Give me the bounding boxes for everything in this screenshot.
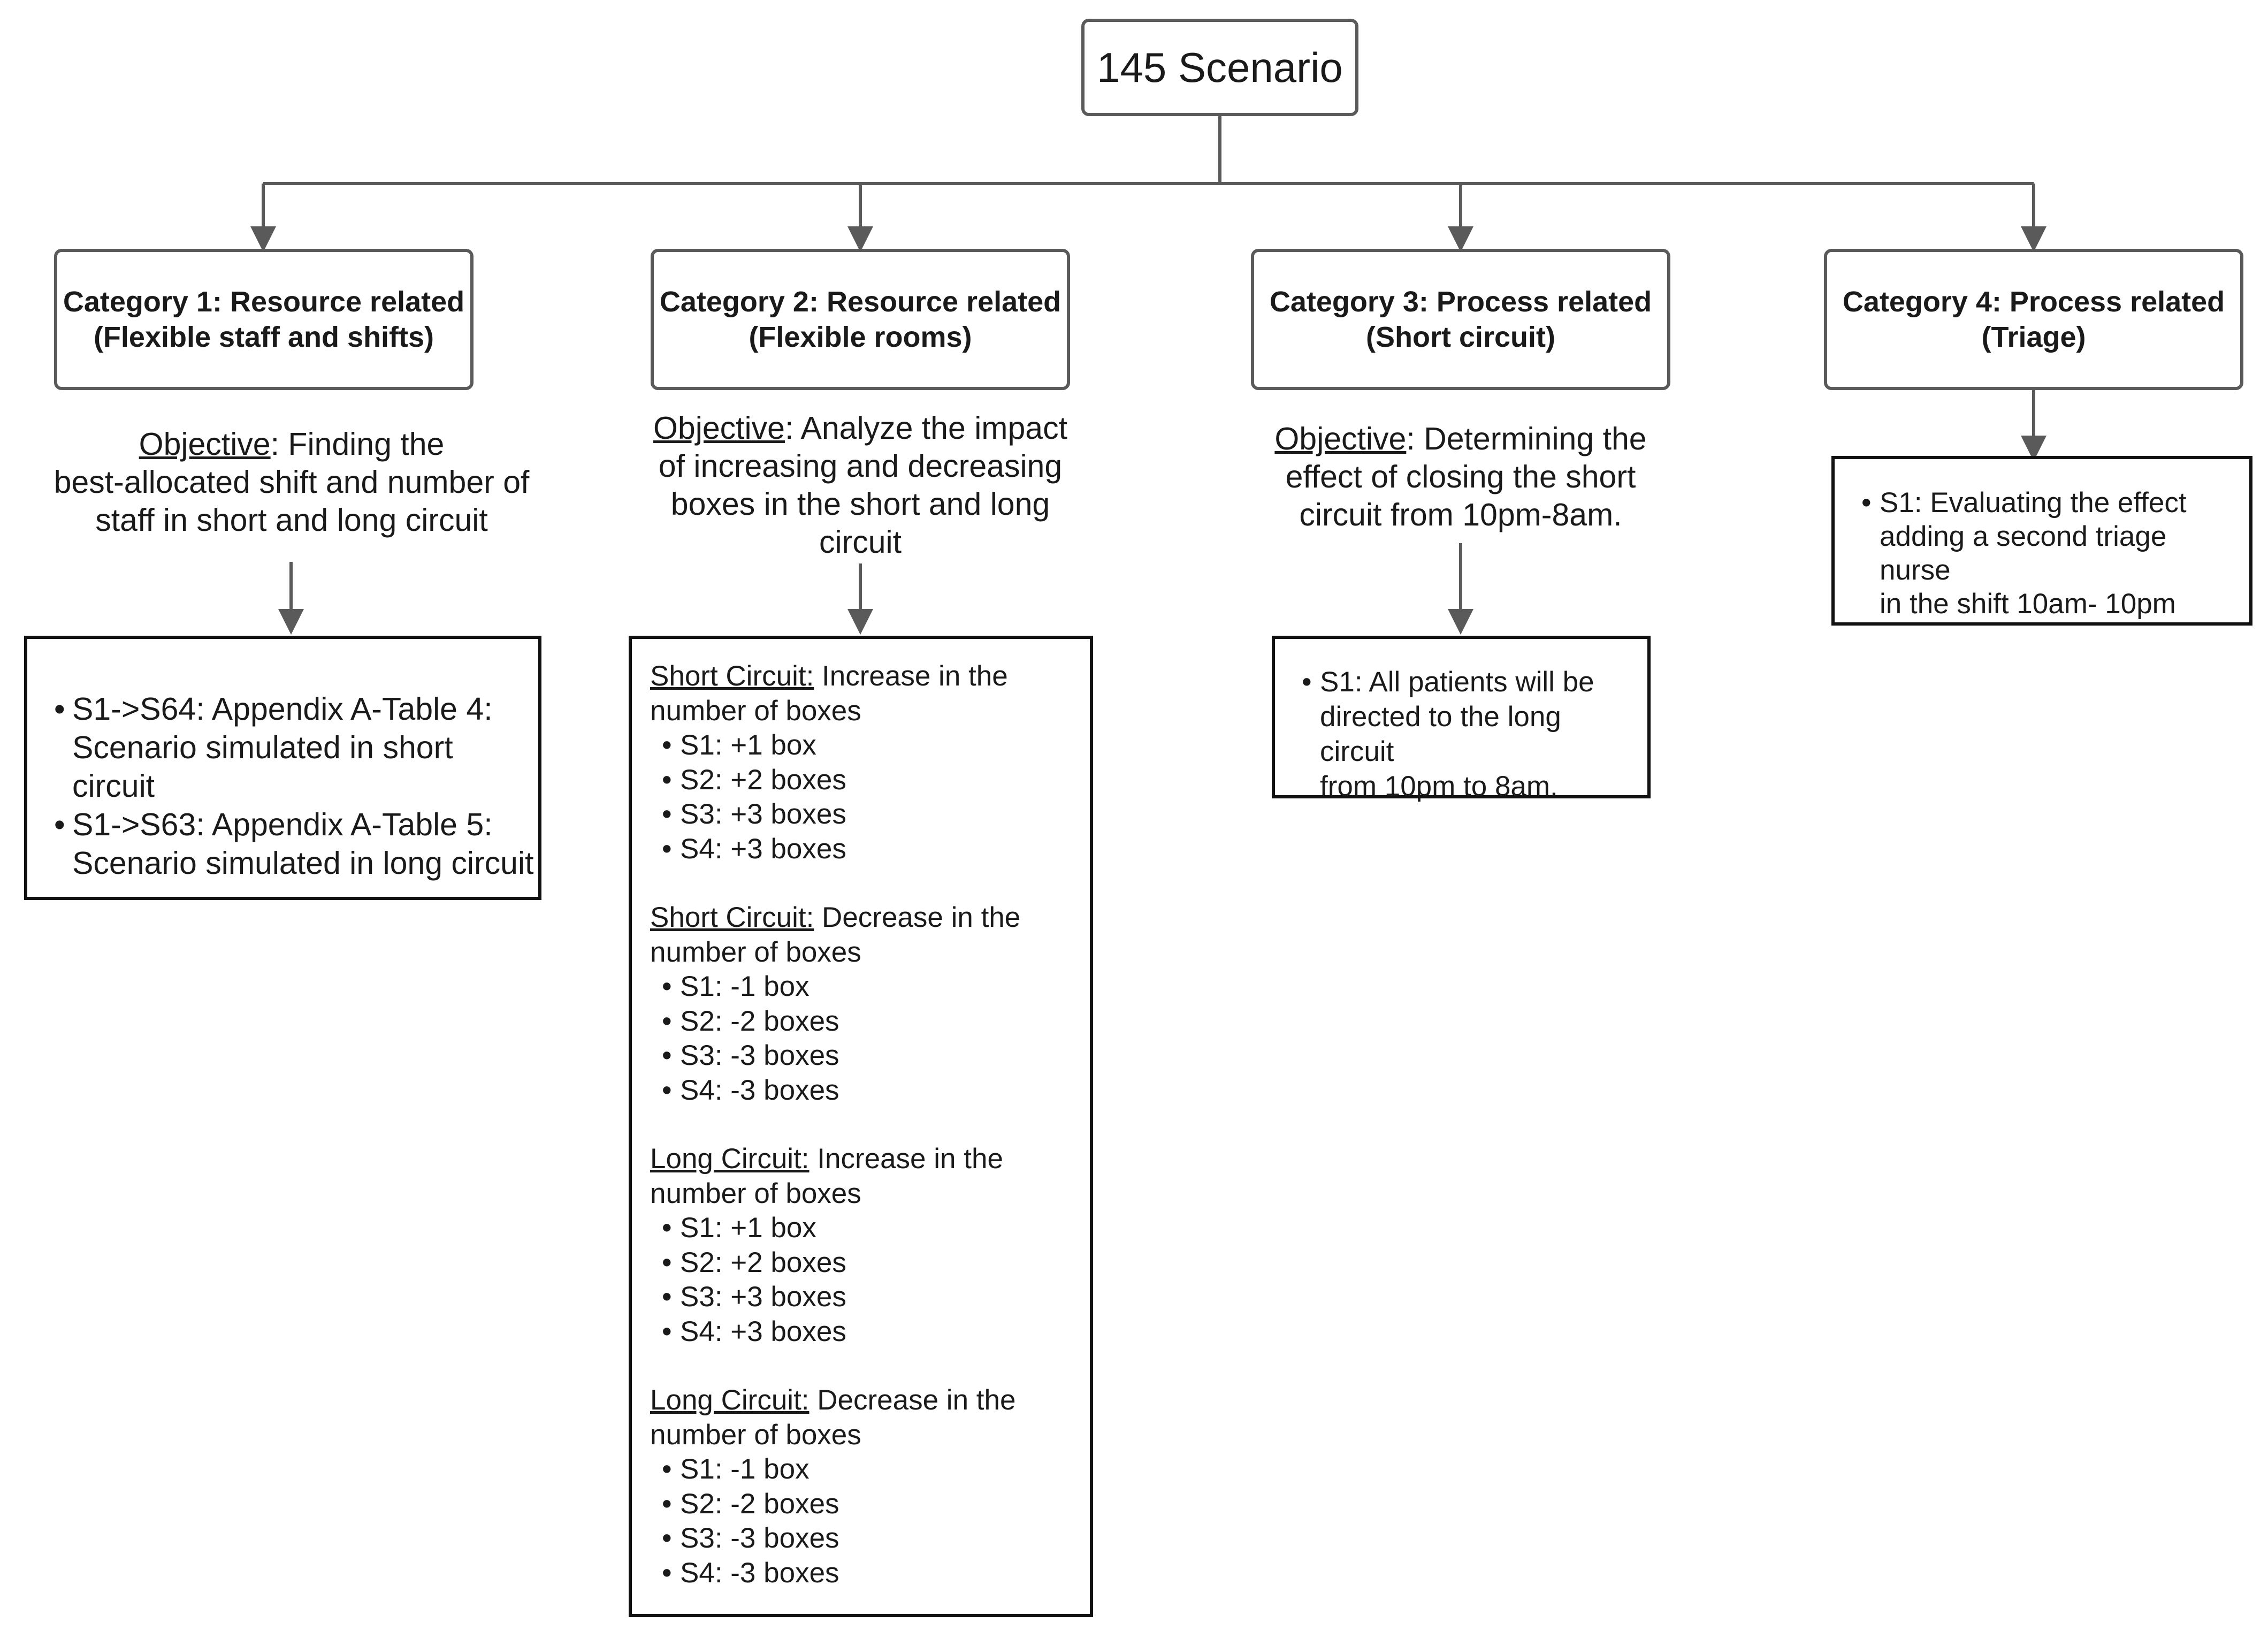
list-item: S1: -1 box (662, 1452, 1090, 1487)
category-4-title: Category 4: Process related (1842, 286, 2225, 318)
list-item: S1: Evaluating the effect adding a secon… (1861, 486, 2239, 621)
root-title: 145 Scenario (1097, 43, 1343, 91)
category-1-scenarios-box: S1->S64: Appendix A-Table 4: Scenario si… (24, 636, 541, 900)
list-item: S4: +3 boxes (662, 832, 1090, 867)
list-item: S3: -3 boxes (662, 1521, 1090, 1556)
category-3-objective: Objective: Determining the effect of clo… (1274, 421, 1647, 532)
category-2-scenarios-box: Short Circuit: Increase in the number of… (629, 636, 1093, 1617)
list-item: S4: -3 boxes (662, 1073, 1090, 1108)
short-circuit-increase-section: Short Circuit: Increase in the number of… (650, 659, 1090, 866)
list-item: S4: -3 boxes (662, 1556, 1090, 1591)
long-circuit-increase-section: Long Circuit: Increase in the number of … (650, 1142, 1090, 1349)
list-item: S1->S63: Appendix A-Table 5: Scenario si… (54, 805, 538, 882)
objective-label: Objective (653, 410, 785, 446)
list-item: S3: -3 boxes (662, 1039, 1090, 1073)
category-1-box: Category 1: Resource related (Flexible s… (54, 249, 474, 390)
list-item: S1: All patients will be directed to the… (1302, 665, 1637, 804)
list-item: S3: +3 boxes (662, 1280, 1090, 1315)
category-1-objective: Objective: Finding the best-allocated sh… (54, 426, 530, 538)
category-1-subtitle: (Flexible staff and shifts) (93, 321, 434, 353)
category-2-title: Category 2: Resource related (659, 286, 1062, 318)
category-2-subtitle: (Flexible rooms) (749, 321, 972, 353)
category-3-title: Category 3: Process related (1269, 286, 1652, 318)
list-item: S1->S64: Appendix A-Table 4: Scenario si… (54, 690, 538, 805)
list-item: S4: +3 boxes (662, 1315, 1090, 1350)
list-item: S1: -1 box (662, 970, 1090, 1004)
category-2-objective: Objective: Analyze the impact of increas… (653, 410, 1067, 560)
long-circuit-decrease-section: Long Circuit: Decrease in the number of … (650, 1383, 1090, 1590)
category-1-title: Category 1: Resource related (63, 286, 465, 318)
list-item: S2: +2 boxes (662, 1246, 1090, 1281)
objective-label: Objective (139, 426, 271, 462)
objective-label: Objective (1274, 421, 1407, 456)
category-4-scenarios-box: S1: Evaluating the effect adding a secon… (1831, 456, 2252, 626)
list-item: S1: +1 box (662, 1211, 1090, 1246)
list-item: S2: -2 boxes (662, 1004, 1090, 1039)
category-2-box: Category 2: Resource related (Flexible r… (651, 249, 1070, 390)
category-4-box: Category 4: Process related (Triage) (1824, 249, 2243, 390)
list-item: S2: -2 boxes (662, 1487, 1090, 1522)
category-3-box: Category 3: Process related (Short circu… (1251, 249, 1670, 390)
list-item: S2: +2 boxes (662, 763, 1090, 798)
list-item: S1: +1 box (662, 728, 1090, 763)
root-scenario-box: 145 Scenario (1081, 19, 1358, 116)
category-3-scenarios-box: S1: All patients will be directed to the… (1272, 636, 1651, 802)
category-3-subtitle: (Short circuit) (1365, 321, 1555, 353)
list-item: S3: +3 boxes (662, 797, 1090, 832)
short-circuit-decrease-section: Short Circuit: Decrease in the number of… (650, 901, 1090, 1108)
category-4-subtitle: (Triage) (1981, 321, 2086, 353)
